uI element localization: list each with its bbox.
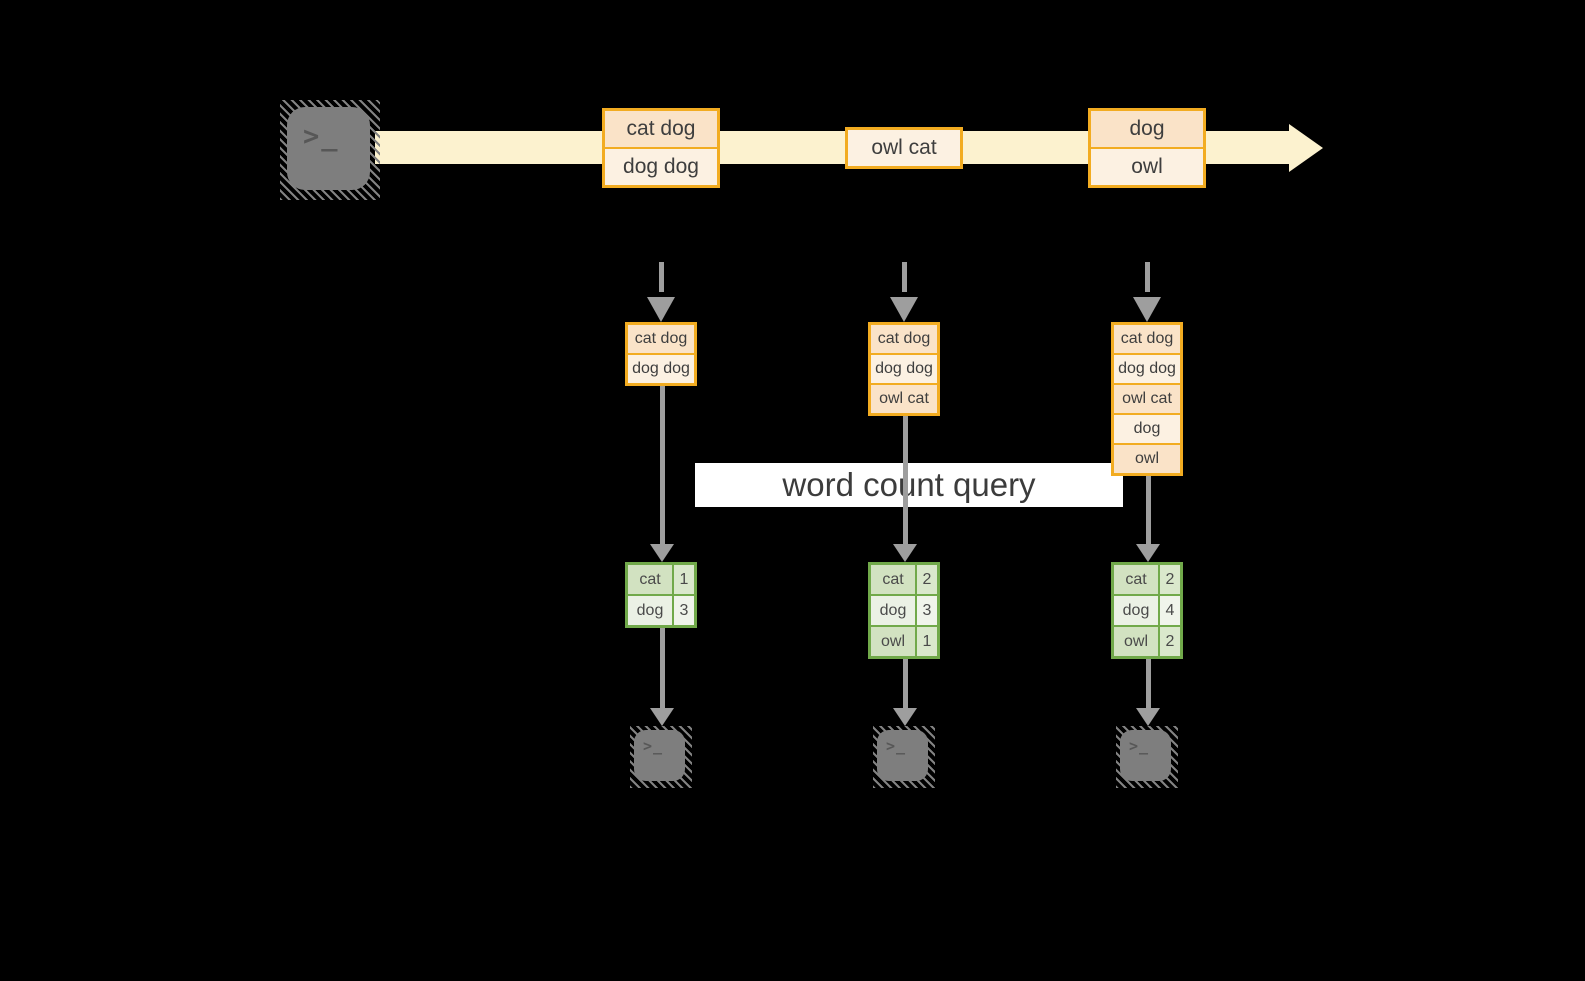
sink-terminal-icon-3: >_ bbox=[1116, 726, 1178, 788]
trigger-arrow-3 bbox=[1133, 262, 1161, 322]
word-count-query-label: word count query bbox=[695, 463, 1123, 507]
word-cell: dog bbox=[1114, 596, 1158, 625]
query-arrow-1 bbox=[648, 386, 676, 562]
input-row: dog dog bbox=[1114, 355, 1180, 383]
input-row: cat dog bbox=[871, 325, 937, 353]
arrowhead-icon bbox=[650, 708, 674, 726]
arrowhead-icon bbox=[1133, 297, 1161, 322]
word-cell: dog bbox=[871, 596, 915, 625]
arrowhead-icon bbox=[650, 544, 674, 562]
stream-band-arrowhead-icon bbox=[1289, 124, 1323, 172]
input-row: owl cat bbox=[871, 385, 937, 413]
word-cell: owl bbox=[871, 627, 915, 656]
count-cell: 2 bbox=[1160, 627, 1180, 656]
sink-terminal-icon-2: >_ bbox=[873, 726, 935, 788]
arrowhead-icon bbox=[893, 544, 917, 562]
batch-line: dog dog bbox=[605, 149, 717, 185]
result-table-3: cat 2 dog 4 owl 2 bbox=[1111, 562, 1183, 659]
word-count-query-text: word count query bbox=[782, 466, 1036, 503]
arrow-line bbox=[1145, 476, 1151, 544]
terminal-prompt-glyph: >_ bbox=[643, 737, 664, 755]
terminal-prompt-glyph: >_ bbox=[886, 737, 907, 755]
batch-line: cat dog bbox=[605, 111, 717, 147]
count-cell: 1 bbox=[917, 627, 937, 656]
arrowhead-icon bbox=[1136, 544, 1160, 562]
input-row: dog dog bbox=[628, 355, 694, 383]
count-cell: 1 bbox=[674, 565, 694, 594]
count-cell: 4 bbox=[1160, 596, 1180, 625]
arrow-dash bbox=[658, 262, 664, 292]
count-cell: 2 bbox=[1160, 565, 1180, 594]
arrow-line bbox=[659, 628, 665, 708]
source-terminal-icon: >_ bbox=[280, 100, 380, 200]
word-cell: cat bbox=[628, 565, 672, 594]
arrowhead-icon bbox=[893, 708, 917, 726]
arrowhead-icon bbox=[647, 297, 675, 322]
input-row: dog bbox=[1114, 415, 1180, 443]
terminal-screen: >_ bbox=[877, 730, 928, 781]
input-table-3: cat dog dog dog owl cat dog owl bbox=[1111, 322, 1183, 476]
result-table-1: cat 1 dog 3 bbox=[625, 562, 697, 628]
sink-terminal-icon-1: >_ bbox=[630, 726, 692, 788]
query-arrow-2 bbox=[891, 416, 919, 562]
trigger-arrow-1 bbox=[647, 262, 675, 322]
input-table-2: cat dog dog dog owl cat bbox=[868, 322, 940, 416]
word-cell: cat bbox=[871, 565, 915, 594]
terminal-prompt-glyph: >_ bbox=[1129, 737, 1150, 755]
arrow-dash bbox=[901, 262, 907, 292]
count-cell: 3 bbox=[917, 596, 937, 625]
terminal-prompt-glyph: >_ bbox=[303, 121, 340, 152]
query-arrow-3 bbox=[1134, 476, 1162, 562]
stream-batch-1: cat dog dog dog bbox=[602, 108, 720, 188]
input-row: dog dog bbox=[871, 355, 937, 383]
arrow-dash bbox=[1144, 262, 1150, 292]
output-arrow-2 bbox=[891, 659, 919, 726]
terminal-screen: >_ bbox=[634, 730, 685, 781]
arrowhead-icon bbox=[1136, 708, 1160, 726]
trigger-arrow-2 bbox=[890, 262, 918, 322]
input-row: owl bbox=[1114, 445, 1180, 473]
input-table-1: cat dog dog dog bbox=[625, 322, 697, 386]
output-arrow-1 bbox=[648, 628, 676, 726]
input-row: cat dog bbox=[1114, 325, 1180, 353]
stream-batch-3: dog owl bbox=[1088, 108, 1206, 188]
word-cell: cat bbox=[1114, 565, 1158, 594]
arrow-line bbox=[1145, 659, 1151, 708]
arrow-line bbox=[902, 416, 908, 544]
terminal-screen: >_ bbox=[1120, 730, 1171, 781]
batch-line: dog bbox=[1091, 111, 1203, 147]
batch-line: owl bbox=[1091, 149, 1203, 185]
input-row: owl cat bbox=[1114, 385, 1180, 413]
arrow-line bbox=[902, 659, 908, 708]
stream-batch-2: owl cat bbox=[845, 127, 963, 169]
count-cell: 2 bbox=[917, 565, 937, 594]
arrowhead-icon bbox=[890, 297, 918, 322]
word-cell: owl bbox=[1114, 627, 1158, 656]
input-row: cat dog bbox=[628, 325, 694, 353]
result-table-2: cat 2 dog 3 owl 1 bbox=[868, 562, 940, 659]
count-cell: 3 bbox=[674, 596, 694, 625]
batch-line: owl cat bbox=[848, 130, 960, 166]
arrow-line bbox=[659, 386, 665, 544]
word-cell: dog bbox=[628, 596, 672, 625]
terminal-screen: >_ bbox=[287, 107, 370, 190]
output-arrow-3 bbox=[1134, 659, 1162, 726]
